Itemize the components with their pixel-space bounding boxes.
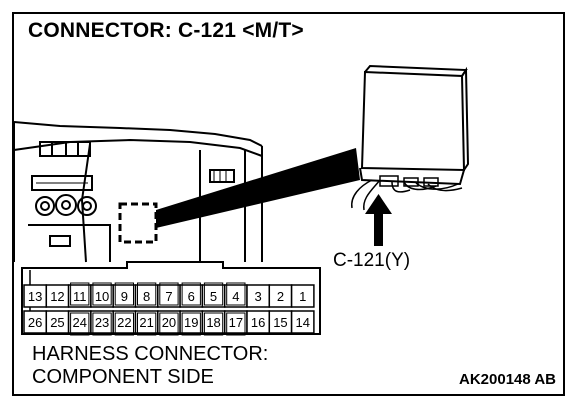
caption-line-1: HARNESS CONNECTOR: <box>32 343 269 365</box>
pin-number: 9 <box>121 289 128 304</box>
pin-number: 26 <box>28 315 42 330</box>
pin-number: 14 <box>296 315 310 330</box>
pin-number: 16 <box>251 315 265 330</box>
connector-callout-label: C-121(Y) <box>333 250 411 271</box>
pin-number: 5 <box>210 289 217 304</box>
pin-number: 4 <box>232 289 239 304</box>
pin-terminal-outline <box>203 312 224 336</box>
pin-terminal-outline <box>226 282 246 306</box>
caption-line-2: COMPONENT SIDE <box>32 366 214 388</box>
pin-number: 19 <box>184 315 198 330</box>
pin-number: 24 <box>73 315 87 330</box>
pin-number: 18 <box>206 315 220 330</box>
pin-number: 15 <box>273 315 287 330</box>
pin-terminal-outline <box>137 282 157 306</box>
pin-cell <box>290 284 315 308</box>
pin-number: 12 <box>50 289 64 304</box>
pin-terminal-outline <box>203 282 224 306</box>
callout-arrow-icon <box>365 194 392 246</box>
pin-number: 13 <box>28 289 42 304</box>
pin-cell <box>290 310 315 334</box>
pin-terminal-outline <box>114 282 134 306</box>
pin-number: 20 <box>162 315 176 330</box>
pin-number: 6 <box>188 289 195 304</box>
pin-terminal-outline <box>92 312 112 336</box>
diagram-title: CONNECTOR: C-121 <M/T> <box>28 19 304 42</box>
dashboard-drawing <box>13 121 263 263</box>
pin-terminal-outline <box>181 282 201 306</box>
pin-number: 21 <box>139 315 153 330</box>
pin-number: 11 <box>73 289 87 304</box>
pin-terminal-outline <box>137 312 157 336</box>
pin-number: 2 <box>277 289 284 304</box>
zoom-wedge <box>156 148 360 228</box>
pin-number: 25 <box>50 315 64 330</box>
pin-number: 3 <box>255 289 262 304</box>
pin-terminal-outline <box>181 312 201 336</box>
ecu-unit <box>351 64 470 211</box>
pin-terminal-outline <box>70 312 90 336</box>
pin-number: 22 <box>117 315 131 330</box>
pin-terminal-outline <box>159 312 179 336</box>
pin-terminal-outline <box>226 312 246 336</box>
pin-number: 7 <box>165 289 172 304</box>
pin-number: 17 <box>229 315 243 330</box>
pin-number: 10 <box>95 289 109 304</box>
pin-terminal-outline <box>70 282 90 306</box>
pin-terminal-outline <box>114 312 134 336</box>
pin-terminal-outline <box>159 282 179 306</box>
pin-number: 23 <box>95 315 109 330</box>
pin-number: 8 <box>143 289 150 304</box>
location-marker <box>118 202 158 244</box>
figure-code: AK200148 AB <box>459 371 556 388</box>
pin-terminal-outline <box>92 282 112 306</box>
pin-number: 1 <box>299 289 306 304</box>
